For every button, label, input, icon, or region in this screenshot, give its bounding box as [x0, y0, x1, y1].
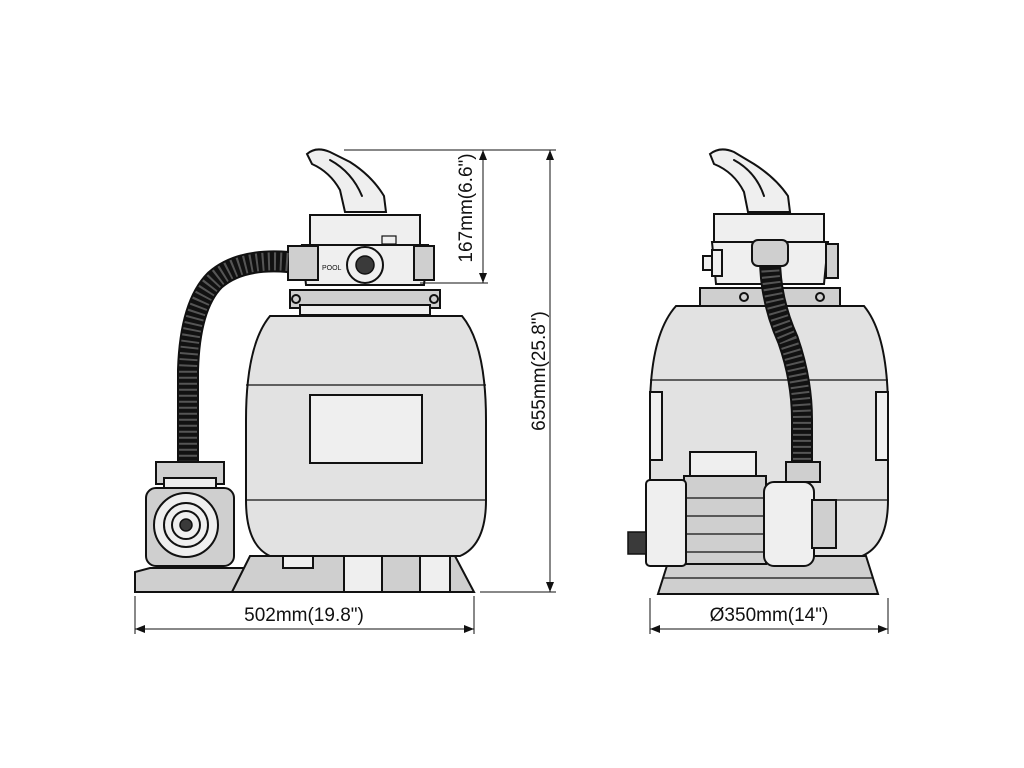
height-label: 655mm(25.8"): [529, 311, 550, 431]
side-view: [627, 148, 889, 595]
side-pump-outlet: [811, 499, 837, 549]
side-diameter-dimension: Ø350mm(14"): [649, 598, 889, 634]
side-pump-fan-cover: [645, 479, 687, 567]
side-hose-fitting: [751, 239, 789, 267]
front-valve-top: [309, 214, 421, 246]
side-tank-base: [656, 555, 880, 595]
front-valve-handle: [305, 148, 388, 213]
diameter-label: Ø350mm(14"): [710, 605, 829, 626]
front-valve-gauge: [346, 246, 384, 284]
front-view: POOL: [134, 148, 487, 593]
valve-height-label: 167mm(6.6"): [456, 153, 477, 262]
side-pump-motor: [683, 475, 767, 565]
valve-height-dimension: 167mm(6.6"): [420, 150, 488, 284]
front-hose: [177, 250, 289, 462]
front-valve-port-label: POOL: [322, 265, 342, 272]
front-base-foot: [343, 555, 383, 593]
front-valve-port-right: [413, 245, 435, 281]
front-tank-label-panel: [309, 394, 423, 464]
width-label: 502mm(19.8"): [244, 605, 364, 626]
front-valve-port-left: [287, 245, 319, 281]
side-pump-terminal-box: [689, 451, 757, 479]
side-valve-top: [713, 213, 825, 243]
height-dimension: 655mm(25.8"): [344, 149, 556, 593]
side-pump-inlet-fitting: [785, 461, 821, 483]
side-pump-cable-gland: [627, 531, 647, 555]
side-valve-handle: [708, 148, 792, 213]
front-valve-gauge-center: [355, 255, 375, 275]
front-width-dimension: 502mm(19.8"): [134, 596, 475, 634]
front-base-foot: [419, 555, 451, 593]
front-base-foot: [282, 555, 314, 569]
side-pump-housing: [763, 481, 815, 567]
